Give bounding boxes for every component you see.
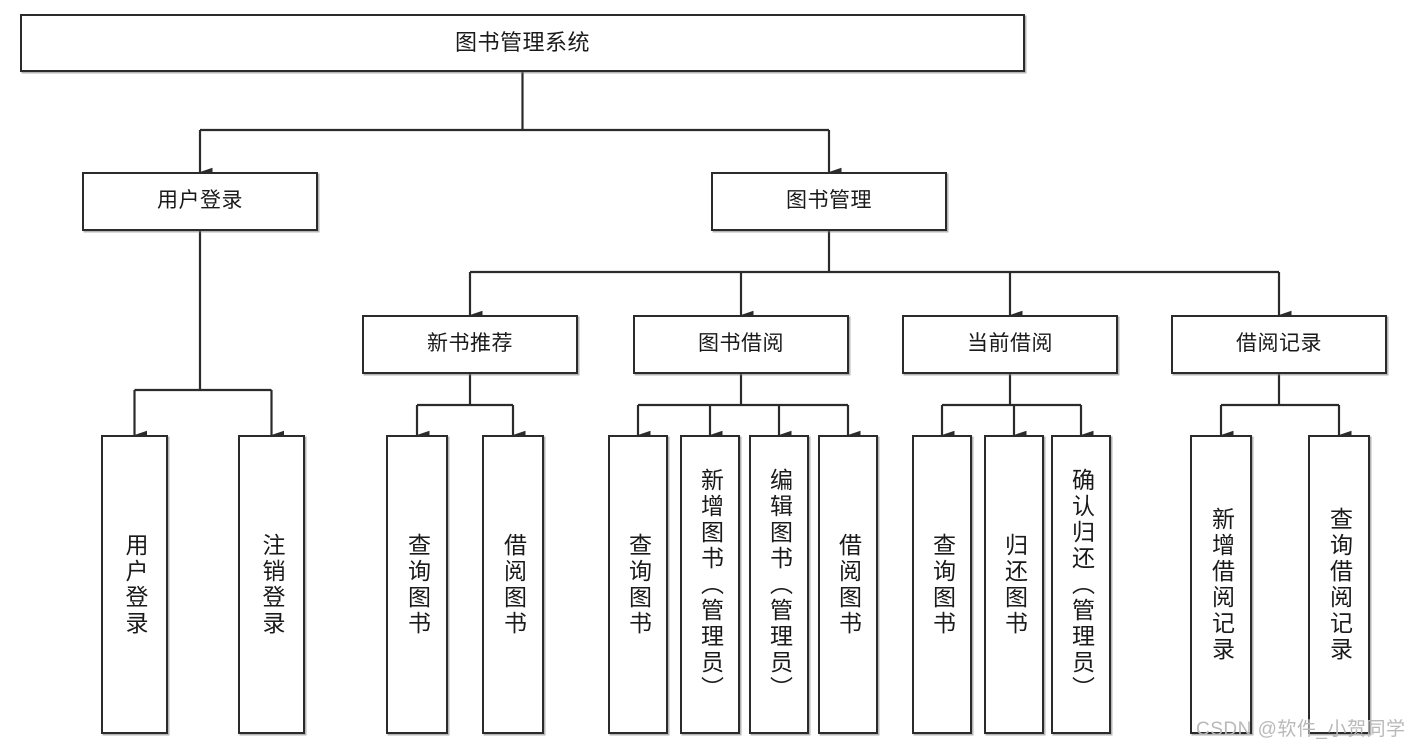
node-label: 查询借阅记录 bbox=[1326, 506, 1353, 663]
node-leaf-bk-edit[interactable]: 编辑图书（管理员） bbox=[749, 435, 809, 734]
node-leaf-bk-query[interactable]: 查询图书 bbox=[608, 435, 668, 734]
node-login[interactable]: 用户登录 bbox=[82, 172, 318, 231]
node-root[interactable]: 图书管理系统 bbox=[20, 14, 1025, 72]
node-leaf-cb-query[interactable]: 查询图书 bbox=[912, 435, 972, 734]
node-label: 图书借阅 bbox=[698, 332, 784, 356]
node-current[interactable]: 当前借阅 bbox=[902, 315, 1118, 374]
node-label: 新书推荐 bbox=[427, 332, 513, 356]
node-leaf-bk-add[interactable]: 新增图书（管理员） bbox=[680, 435, 740, 734]
node-newbook[interactable]: 新书推荐 bbox=[362, 315, 578, 374]
node-label: 查询图书 bbox=[625, 532, 652, 637]
node-label: 借阅记录 bbox=[1236, 332, 1322, 356]
node-label: 用户登录 bbox=[157, 189, 243, 213]
csdn-watermark: CSDN @软件_小贺同学 bbox=[1196, 719, 1405, 740]
node-records[interactable]: 借阅记录 bbox=[1171, 315, 1387, 374]
node-leaf-cb-return[interactable]: 归还图书 bbox=[984, 435, 1044, 734]
node-leaf-rc-add[interactable]: 新增借阅记录 bbox=[1190, 435, 1252, 734]
node-bookmgmt[interactable]: 图书管理 bbox=[711, 172, 947, 231]
node-leaf-user-login[interactable]: 用户登录 bbox=[101, 435, 168, 734]
node-label: 查询图书 bbox=[929, 532, 956, 637]
node-borrow[interactable]: 图书借阅 bbox=[633, 315, 849, 374]
node-leaf-user-logout[interactable]: 注销登录 bbox=[238, 435, 305, 734]
node-label: 当前借阅 bbox=[967, 332, 1053, 356]
node-label: 编辑图书（管理员） bbox=[766, 467, 793, 702]
node-label: 确认归还（管理员） bbox=[1068, 467, 1095, 702]
node-leaf-nb-borrow[interactable]: 借阅图书 bbox=[482, 435, 544, 734]
node-label: 图书管理 bbox=[786, 189, 872, 213]
node-leaf-nb-query[interactable]: 查询图书 bbox=[386, 435, 448, 734]
node-label: 用户登录 bbox=[122, 532, 148, 637]
node-label: 注销登录 bbox=[259, 532, 285, 637]
node-leaf-cb-confirm[interactable]: 确认归还（管理员） bbox=[1051, 435, 1111, 734]
node-label: 新增借阅记录 bbox=[1208, 506, 1235, 663]
node-label: 归还图书 bbox=[1001, 532, 1028, 637]
node-label: 新增图书（管理员） bbox=[697, 467, 724, 702]
node-label: 查询图书 bbox=[404, 532, 431, 637]
node-label: 借阅图书 bbox=[500, 532, 527, 637]
node-leaf-rc-query[interactable]: 查询借阅记录 bbox=[1308, 435, 1370, 734]
node-leaf-bk-lend[interactable]: 借阅图书 bbox=[818, 435, 878, 734]
node-label: 图书管理系统 bbox=[454, 30, 590, 56]
node-label: 借阅图书 bbox=[835, 532, 862, 637]
